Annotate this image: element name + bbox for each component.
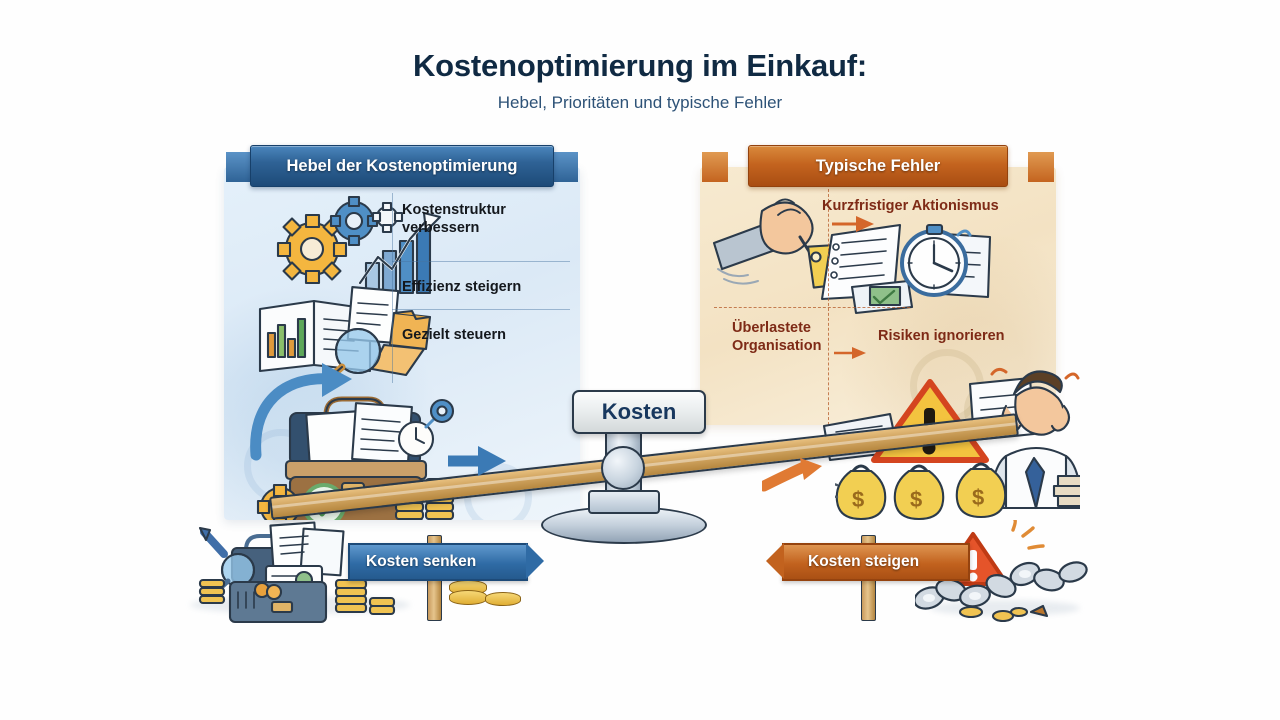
report-magnifier-folders-icon (258, 286, 432, 383)
signpost-kosten-steigen[interactable]: Kosten steigen (766, 543, 970, 581)
left-list-item-3-label: Gezielt steuern (402, 327, 506, 343)
blue-arrow-icon (448, 446, 506, 476)
coin-icon (485, 592, 521, 606)
signpost-kosten-senken[interactable]: Kosten senken (348, 543, 544, 581)
right-panel-banner-label: Typische Fehler (815, 156, 941, 175)
left-panel: Hebel der Kostenoptimierung Kostenstrukt… (224, 145, 580, 520)
svg-text:$: $ (910, 487, 922, 512)
signpost-kosten-steigen-label: Kosten steigen (808, 553, 920, 570)
coin-icon (449, 590, 487, 605)
blue-arrow-icon (250, 363, 352, 461)
left-list-item-1-label: Kostenstruktur verbessern (402, 202, 506, 237)
right-item-1-label: Kurzfristiger Aktionismus (822, 198, 999, 214)
page-title-block: Kostenoptimierung im Einkauf: Hebel, Pri… (0, 48, 1280, 113)
orange-arrow-icon (834, 347, 866, 359)
fulcrum-pivot (601, 446, 645, 490)
svg-text:$: $ (852, 487, 864, 512)
money-bags-icon: $ $ $ (835, 462, 1007, 521)
left-list-item-2-label: Effizienz steigern (402, 279, 522, 295)
right-item-3: Risiken ignorieren (878, 327, 1058, 345)
right-panel-dash-horizontal (714, 307, 910, 308)
orange-arrow-icon (762, 458, 822, 492)
right-panel-dash-vertical (828, 189, 829, 425)
document-stopwatch-pile-icon (820, 223, 992, 315)
left-list-item-2: Effizienz steigern (402, 278, 562, 296)
kosten-plate: Kosten (572, 390, 706, 434)
left-list-item-3: Gezielt steuern (402, 326, 562, 344)
page-subtitle: Hebel, Prioritäten und typische Fehler (497, 92, 783, 112)
right-panel-banner: Typische Fehler (748, 145, 1008, 187)
ribbon-tail-left (702, 152, 728, 182)
left-list-item-1: Kostenstruktur verbessern (402, 201, 562, 237)
left-panel-banner-label: Hebel der Kostenoptimierung (286, 156, 518, 175)
page-title: Kostenoptimierung im Einkauf: (412, 48, 868, 83)
right-item-3-label: Risiken ignorieren (878, 328, 1005, 344)
fulcrum-cap (588, 490, 660, 514)
ribbon-tail-right (552, 152, 578, 182)
ribbon-tail-right (1028, 152, 1054, 182)
left-panel-banner: Hebel der Kostenoptimierung (250, 145, 554, 187)
right-item-1: Kurzfristiger Aktionismus (822, 197, 1052, 215)
left-list-rule-1 (392, 261, 570, 262)
signpost-kosten-senken-label: Kosten senken (366, 553, 477, 570)
left-list-rule-2 (392, 309, 570, 310)
right-item-2-label: Überlastete Organisation (732, 320, 822, 355)
left-list-divider-vertical (392, 193, 393, 383)
orange-arrow-icon (832, 216, 874, 232)
ribbon-tail-left (226, 152, 252, 182)
gears-growth-chart-icon (276, 195, 442, 295)
kosten-plate-label: Kosten (601, 399, 677, 424)
toolbox-documents-coins-icon (198, 521, 396, 624)
svg-text:$: $ (972, 485, 984, 510)
right-item-2: Überlastete Organisation (732, 319, 852, 355)
